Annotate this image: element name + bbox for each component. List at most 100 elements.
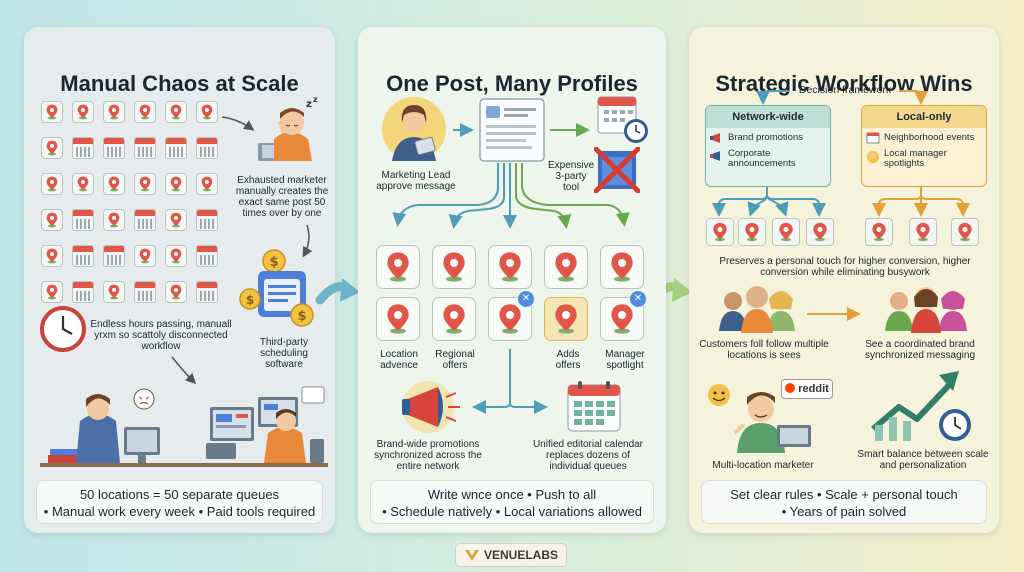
calendar-tile <box>134 281 156 303</box>
network-wide-label: Network-wide <box>706 106 830 128</box>
location-pin-tile <box>41 137 63 159</box>
growth-chart-icon <box>871 371 971 441</box>
map-pin-icon <box>443 304 465 334</box>
local-item-text: Local manager spotlights <box>884 147 947 169</box>
map-pin-icon <box>139 248 151 264</box>
reddit-icon <box>785 383 796 393</box>
calendar-tile <box>196 209 218 231</box>
location-pin-tile <box>134 245 156 267</box>
edit-badge-icon: ✕ <box>630 291 646 307</box>
location-pin-tile <box>41 173 63 195</box>
location-pin-tile <box>706 218 734 246</box>
calendar-note: Unified editorial calendar replaces doze… <box>532 439 644 472</box>
map-pin-icon <box>916 222 930 242</box>
profile-pin-tile <box>488 245 532 289</box>
lead-note: Marketing Lead approve message <box>376 170 456 192</box>
stressed-desk-scene-icon <box>40 386 328 467</box>
marketing-lead-icon <box>382 97 446 161</box>
post-document-icon <box>479 98 545 162</box>
map-pin-icon <box>170 248 182 264</box>
map-pin-icon <box>108 176 120 192</box>
scheduling-software-icon: $ $ $ <box>239 249 314 327</box>
location-pin-tile <box>806 218 834 246</box>
map-pin-icon <box>813 222 827 242</box>
profile-pin-tile <box>432 297 476 341</box>
local-only-label: Local-only <box>862 106 986 128</box>
map-pin-icon <box>77 176 89 192</box>
expensive-tool-note: Expensive 3-party tool <box>548 160 595 193</box>
map-pin-icon <box>139 104 151 120</box>
map-pin-icon <box>108 104 120 120</box>
clock-icon <box>40 306 86 352</box>
network-item: Corporate announcements <box>706 148 830 170</box>
customers-note: Customers foll follow multiple locations… <box>699 339 829 361</box>
map-pin-icon <box>46 140 58 156</box>
map-pin-icon <box>77 104 89 120</box>
map-pin-icon <box>611 304 633 334</box>
location-pin-tile <box>738 218 766 246</box>
crossed-tool-icon <box>594 147 640 193</box>
location-pin-tile <box>909 218 937 246</box>
svg-text:$: $ <box>269 255 278 270</box>
local-item-text: Neighborhood events <box>884 132 975 143</box>
footer-line: • Manual work every week • Paid tools re… <box>43 504 316 519</box>
profile-pin-tile <box>376 245 420 289</box>
preserves-note: Preserves a personal touch for higher co… <box>719 256 971 278</box>
megaphone-icon <box>402 381 460 433</box>
tile-label: Adds offers <box>555 349 581 371</box>
map-pin-icon <box>46 248 58 264</box>
map-pin-icon <box>170 176 182 192</box>
map-pin-icon <box>872 222 886 242</box>
location-pin-tile <box>772 218 800 246</box>
megaphone-small-icon <box>710 150 720 161</box>
venuelabs-logo: VENUELABS <box>455 543 567 567</box>
svg-text:$: $ <box>246 293 254 307</box>
location-pin-tile <box>165 281 187 303</box>
location-pin-tile <box>134 173 156 195</box>
location-pin-tile <box>103 101 125 123</box>
map-pin-icon <box>170 104 182 120</box>
map-pin-icon <box>387 252 409 282</box>
tile-label: Location advence <box>380 349 418 371</box>
location-pin-tile <box>951 218 979 246</box>
calendar-tile <box>134 209 156 231</box>
location-pin-tile <box>196 101 218 123</box>
calendar-clock-icon <box>597 96 648 143</box>
event-calendar-icon <box>866 132 880 144</box>
svg-text:$: $ <box>297 309 306 324</box>
panel-manual-chaos: Manual Chaos at Scale z z Exhausted mark… <box>24 27 335 533</box>
map-pin-icon <box>46 176 58 192</box>
map-pin-icon <box>555 304 577 334</box>
svg-text:z: z <box>306 99 312 110</box>
calendar-tile <box>72 281 94 303</box>
calendar-tile <box>196 137 218 159</box>
location-pin-tile <box>41 209 63 231</box>
map-pin-icon <box>170 212 182 228</box>
tile-label: Manager spotlight <box>605 349 645 371</box>
location-pin-tile <box>41 281 63 303</box>
location-pin-tile <box>165 101 187 123</box>
map-pin-icon <box>46 104 58 120</box>
hours-note: Endless hours passing, manuall yrxm so s… <box>90 319 232 352</box>
panel-footer: Write wnce once • Push to all • Schedule… <box>370 480 654 524</box>
third-party-note: Third-party scheduling software <box>259 337 309 370</box>
marketer-note: Multi-location marketer <box>712 460 814 471</box>
map-pin-icon <box>201 176 213 192</box>
location-pin-tile <box>41 245 63 267</box>
panel-strategic-wins: Strategic Workflow Wins Decision framewo… <box>689 27 999 533</box>
map-pin-icon <box>201 104 213 120</box>
location-pin-tile <box>165 173 187 195</box>
unified-calendar-icon <box>567 381 621 432</box>
footer-line: Write wnce once • Push to all <box>427 487 597 502</box>
map-pin-icon <box>139 176 151 192</box>
footer-line: • Schedule natively • Local variations a… <box>382 504 642 519</box>
footer-line: • Years of pain solved <box>781 504 907 519</box>
map-pin-icon <box>499 252 521 282</box>
profile-pin-tile <box>376 297 420 341</box>
coordinated-group-icon <box>885 287 967 333</box>
network-item-text: Brand promotions <box>728 132 803 143</box>
location-pin-tile <box>165 245 187 267</box>
map-pin-icon <box>46 212 58 228</box>
marketer-note: Exhausted marketer manually creates the … <box>235 175 329 219</box>
reddit-label: reddit <box>798 383 829 395</box>
